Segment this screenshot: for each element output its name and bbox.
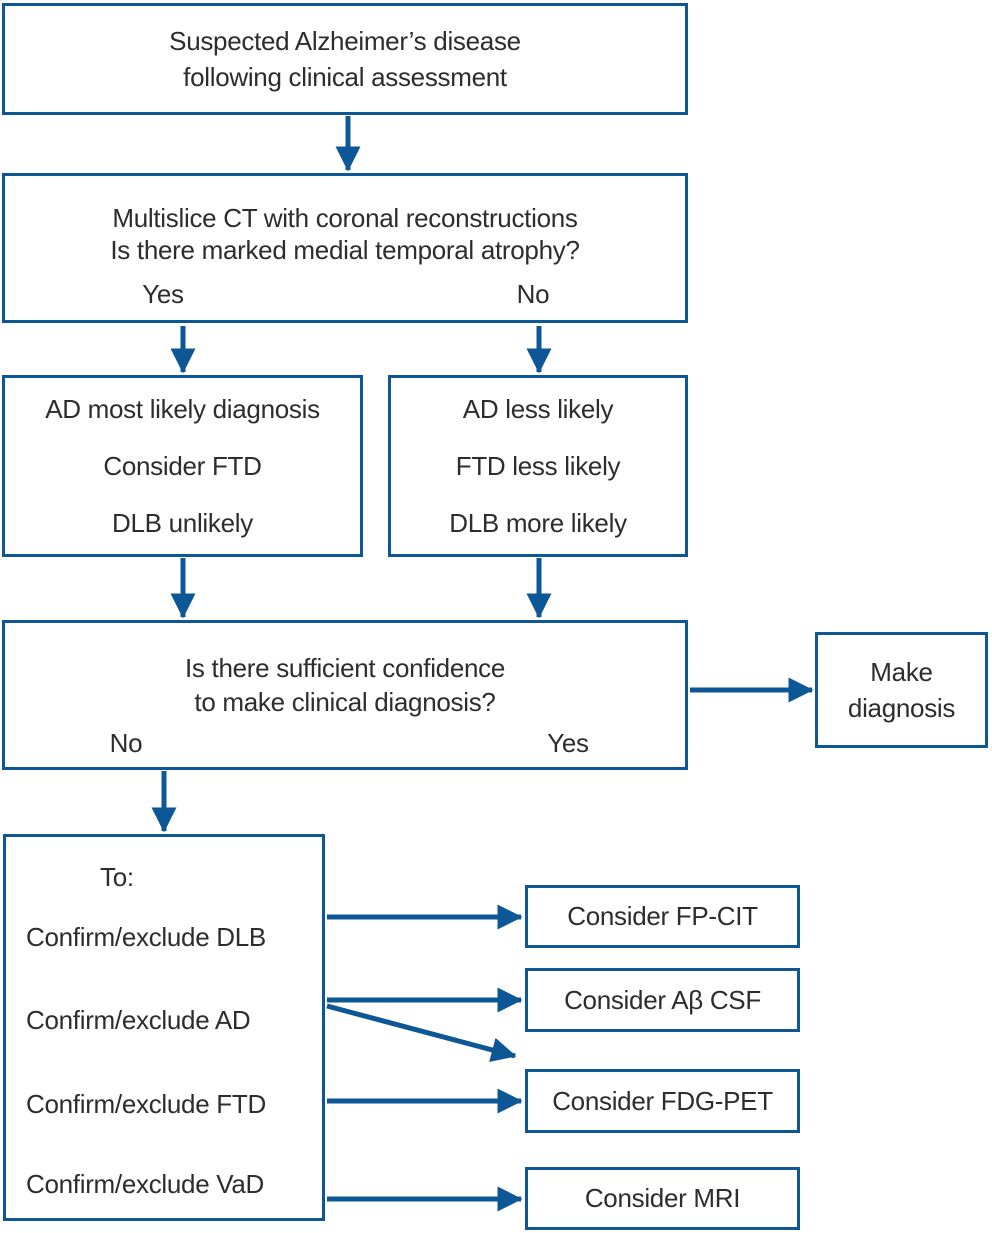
node-text-line: Consider MRI <box>584 1183 741 1213</box>
branch-label-yes: Yes <box>142 279 184 309</box>
node-text-line: Consider FDG-PET <box>552 1085 773 1116</box>
node-text-line: DLB more likely <box>449 507 627 538</box>
node-atrophy-no-outcome: AD less likely FTD less likely DLB more … <box>388 375 688 557</box>
node-text-line: AD less likely <box>462 393 614 424</box>
node-consider-mri: Consider MRI <box>525 1167 800 1230</box>
node-text-line: to make clinical diagnosis? <box>194 687 496 717</box>
workup-item-dlb: Confirm/exclude DLB <box>26 922 266 952</box>
node-text-line: diagnosis <box>847 693 956 723</box>
node-suspected-alzheimers: Suspected Alzheimer’s disease following … <box>2 3 688 115</box>
node-text-line: AD most likely diagnosis <box>45 393 320 424</box>
branch-label-no: No <box>516 279 550 309</box>
node-text-line: Make <box>870 657 933 687</box>
workup-item-ftd: Confirm/exclude FTD <box>26 1089 266 1119</box>
node-consider-fdg-pet: Consider FDG-PET <box>525 1069 800 1133</box>
workup-item-vad: Confirm/exclude VaD <box>26 1169 265 1199</box>
node-text-line: Is there marked medial temporal atrophy? <box>110 235 580 265</box>
node-text-line: Consider FP-CIT <box>567 901 758 931</box>
workup-header: To: <box>100 862 134 892</box>
node-make-diagnosis: Make diagnosis <box>815 632 988 748</box>
node-text-line: Consider Aβ CSF <box>564 984 761 1015</box>
node-atrophy-yes-outcome: AD most likely diagnosis Consider FTD DL… <box>2 375 363 557</box>
arrow-ad-to-fdgpet-diagonal <box>326 1003 517 1063</box>
node-consider-abeta-csf: Consider Aβ CSF <box>525 968 800 1032</box>
node-text-line: following clinical assessment <box>183 62 507 92</box>
node-text-line: Suspected Alzheimer’s disease <box>169 26 521 56</box>
node-text-line: Consider FTD <box>103 450 262 481</box>
node-text-line: Multislice CT with coronal reconstructio… <box>112 203 578 233</box>
node-confidence-question: Is there sufficient confidence to make c… <box>2 620 688 770</box>
branch-label-no: No <box>109 728 143 758</box>
node-text-line: DLB unlikely <box>112 507 253 538</box>
node-text-line: FTD less likely <box>455 450 621 481</box>
node-workup-list: To: Confirm/exclude DLB Confirm/exclude … <box>3 834 325 1221</box>
node-consider-fpcit: Consider FP-CIT <box>525 885 800 948</box>
node-multislice-ct-question: Multislice CT with coronal reconstructio… <box>2 173 688 323</box>
workup-item-ad: Confirm/exclude AD <box>26 1005 251 1035</box>
node-text-line: Is there sufficient confidence <box>184 653 506 683</box>
branch-label-yes: Yes <box>547 728 589 758</box>
